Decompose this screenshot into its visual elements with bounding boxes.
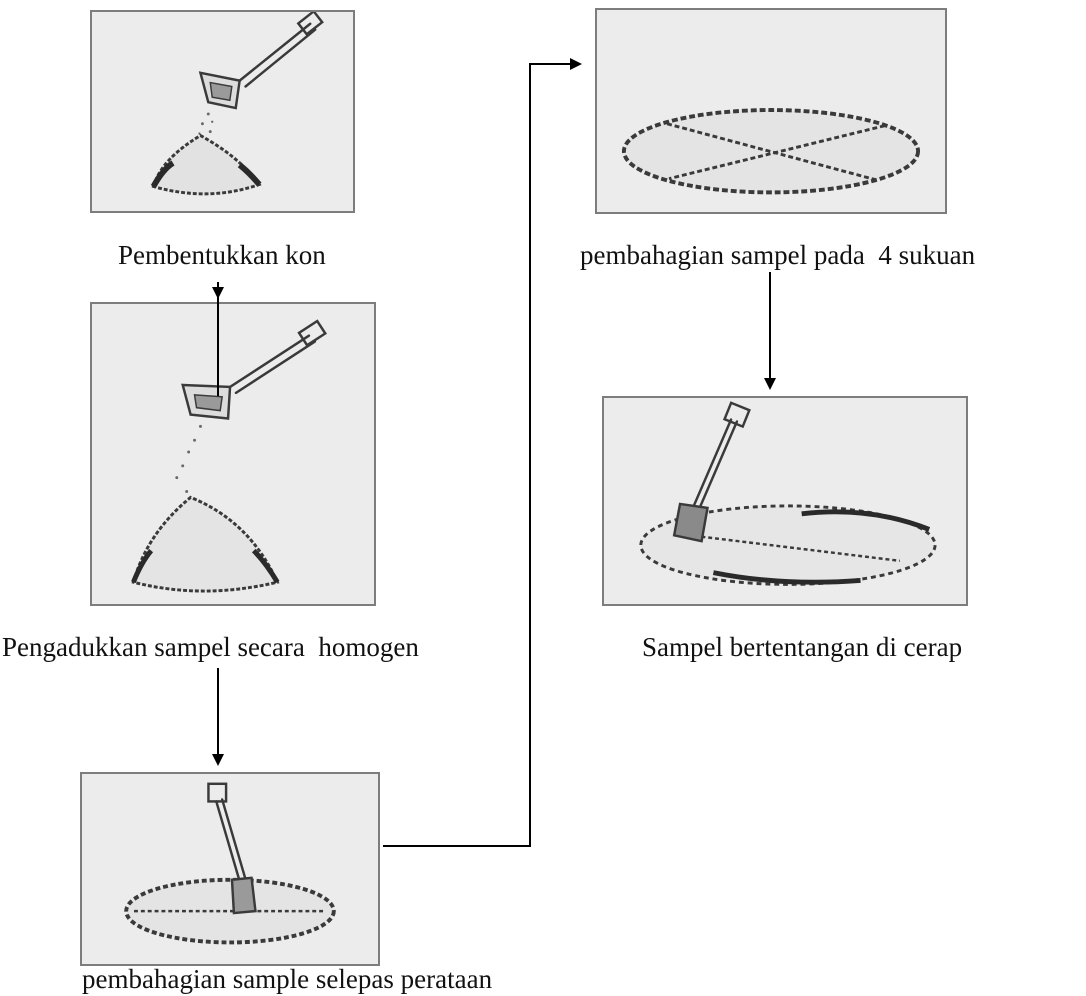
arrow-step3-to-step4 — [383, 64, 580, 846]
